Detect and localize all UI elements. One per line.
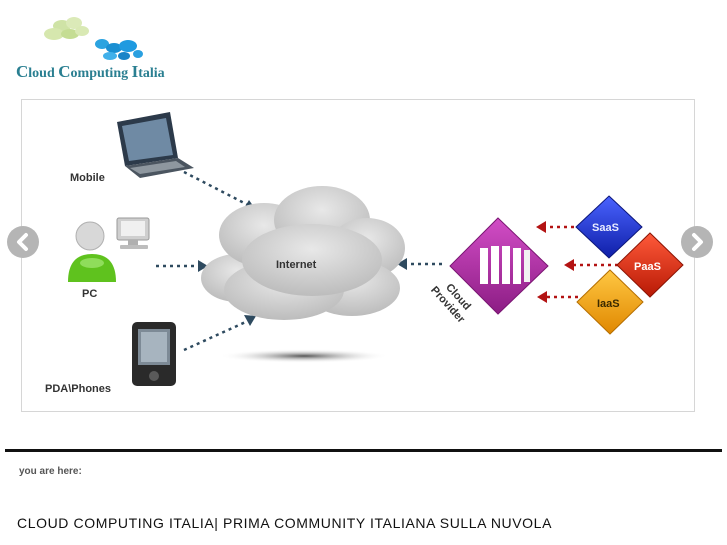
breadcrumb-label: you are here:: [19, 466, 82, 477]
image-slider[interactable]: Mobile PC PDA\Phones: [21, 99, 695, 412]
pda-phone-icon: [132, 322, 176, 386]
iaas-diamond-icon: [576, 269, 644, 335]
service-arrows: [545, 225, 618, 299]
paas-diamond-icon: [616, 232, 684, 298]
service-arrowheads: [536, 221, 574, 303]
section-divider: [5, 449, 722, 452]
label-paas: PaaS: [634, 261, 661, 273]
label-pc: PC: [82, 288, 97, 300]
device-arrows: [156, 170, 442, 352]
label-internet: Internet: [276, 259, 317, 271]
internet-cloud-icon: [201, 186, 405, 363]
logo-text: Cloud Computing Italia: [16, 62, 165, 81]
breadcrumb: you are here:: [19, 466, 82, 477]
laptop-icon: [117, 112, 194, 178]
site-logo[interactable]: Cloud Computing Italia: [10, 12, 180, 84]
cloud-provider-icon: [449, 217, 549, 315]
label-saas: SaaS: [592, 222, 619, 234]
slider-next-button[interactable]: [681, 226, 713, 258]
chevron-left-icon: [17, 233, 28, 251]
label-mobile: Mobile: [70, 172, 105, 184]
label-pda-phones: PDA\Phones: [45, 383, 111, 395]
slider-prev-button[interactable]: [7, 226, 39, 258]
page-title: CLOUD COMPUTING ITALIA| PRIMA COMMUNITY …: [17, 515, 553, 531]
saas-diamond-icon: [575, 195, 643, 259]
label-iaas: IaaS: [597, 298, 620, 310]
logo-cloud-icon: [44, 17, 143, 60]
pc-user-icon: [68, 217, 150, 282]
cloud-diagram-slide: Mobile PC PDA\Phones: [45, 112, 684, 395]
chevron-right-icon: [692, 233, 703, 251]
